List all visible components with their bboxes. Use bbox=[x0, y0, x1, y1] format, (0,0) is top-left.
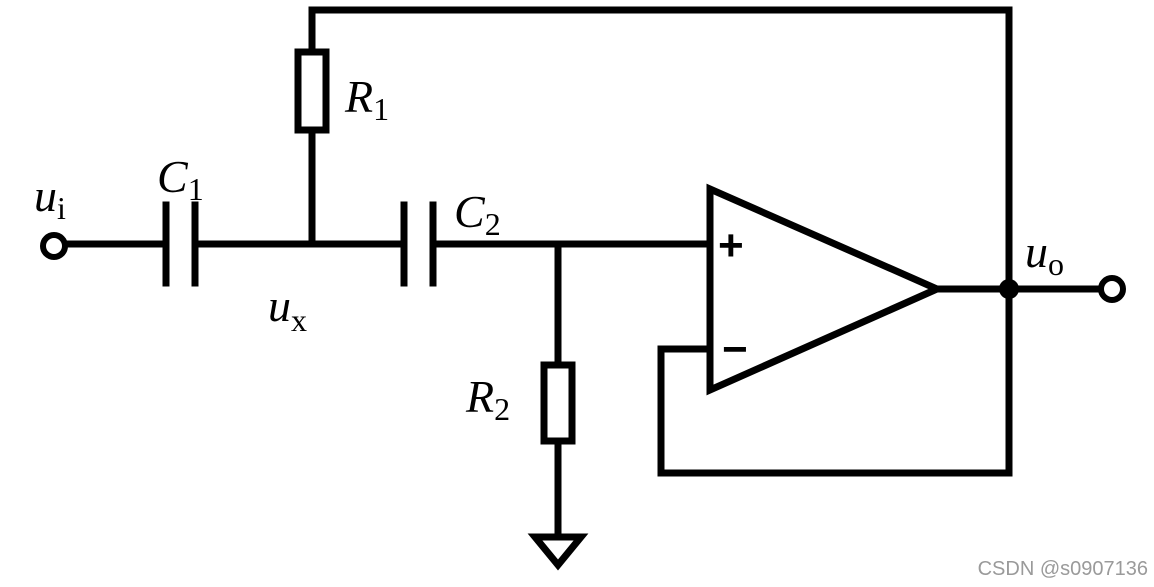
ground-symbol bbox=[527, 533, 589, 571]
label-r1: R1 bbox=[344, 71, 389, 127]
label-ui: ui bbox=[34, 170, 66, 226]
wires bbox=[62, 6, 1104, 541]
opamp-triangle bbox=[706, 183, 946, 396]
label-uo: uo bbox=[1025, 226, 1064, 282]
resistor-r2 bbox=[540, 361, 576, 445]
output-terminal bbox=[1098, 275, 1126, 303]
label-r2: R2 bbox=[465, 371, 510, 427]
watermark: CSDN @s0907136 bbox=[977, 558, 1148, 580]
resistor-r1 bbox=[294, 48, 330, 134]
label-c2: C2 bbox=[454, 186, 501, 242]
label-ux: ux bbox=[268, 280, 307, 338]
label-c1: C1 bbox=[157, 151, 204, 207]
wire-r1-to-top bbox=[308, 6, 1013, 474]
capacitor-c2 bbox=[400, 201, 437, 287]
input-terminal bbox=[40, 232, 68, 260]
capacitor-c1 bbox=[162, 201, 199, 287]
opamp-minus-sign: − bbox=[722, 325, 748, 374]
output-junction-dot bbox=[999, 279, 1019, 299]
wire-feedback bbox=[657, 345, 1013, 477]
opamp-plus-sign: + bbox=[718, 221, 744, 270]
